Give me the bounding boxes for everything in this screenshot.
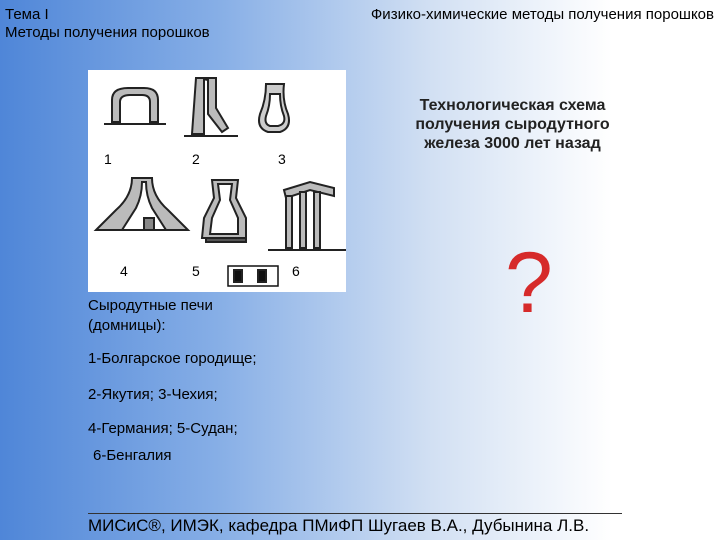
scheme-title: Технологическая схема получения сыродутн… xyxy=(415,97,610,152)
label-5: 5 xyxy=(192,263,200,279)
furnace-1-drawing xyxy=(104,87,166,125)
furnace-drawings: 1 2 3 4 5 6 xyxy=(93,77,346,287)
label-3: 3 xyxy=(278,151,286,167)
page-title: Физико-химические методы получения порош… xyxy=(370,6,714,23)
location-item-1: 1-Болгарское городище; xyxy=(88,350,257,367)
location-item-4: 6-Бенгалия xyxy=(93,447,172,464)
footer-divider xyxy=(88,513,622,514)
location-item-3: 4-Германия; 5-Судан; xyxy=(88,420,238,437)
figure-caption: Сыродутные печи (домницы): xyxy=(88,297,213,334)
label-4: 4 xyxy=(120,263,128,279)
furnace-4-drawing xyxy=(93,177,191,231)
topic-label: Тема I xyxy=(5,6,49,23)
furnace-6-drawing xyxy=(268,180,346,251)
header-left: Тема I Методы получения порошков xyxy=(5,6,210,42)
page-subtitle: Методы получения порошков xyxy=(5,24,210,41)
question-mark: ? xyxy=(505,235,553,331)
furnace-2-drawing xyxy=(184,77,238,137)
furnace-5-drawing xyxy=(200,179,247,243)
inset-detail xyxy=(227,265,279,287)
furnace-figure: 1 2 3 4 5 6 xyxy=(88,70,346,292)
label-1: 1 xyxy=(104,151,112,167)
furnace-3-drawing xyxy=(258,83,290,133)
label-6: 6 xyxy=(292,263,300,279)
label-2: 2 xyxy=(192,151,200,167)
location-item-2: 2-Якутия; 3-Чехия; xyxy=(88,386,218,403)
footer-credits: МИСиС®, ИМЭК, кафедра ПМиФП Шугаев В.А.,… xyxy=(88,516,590,535)
